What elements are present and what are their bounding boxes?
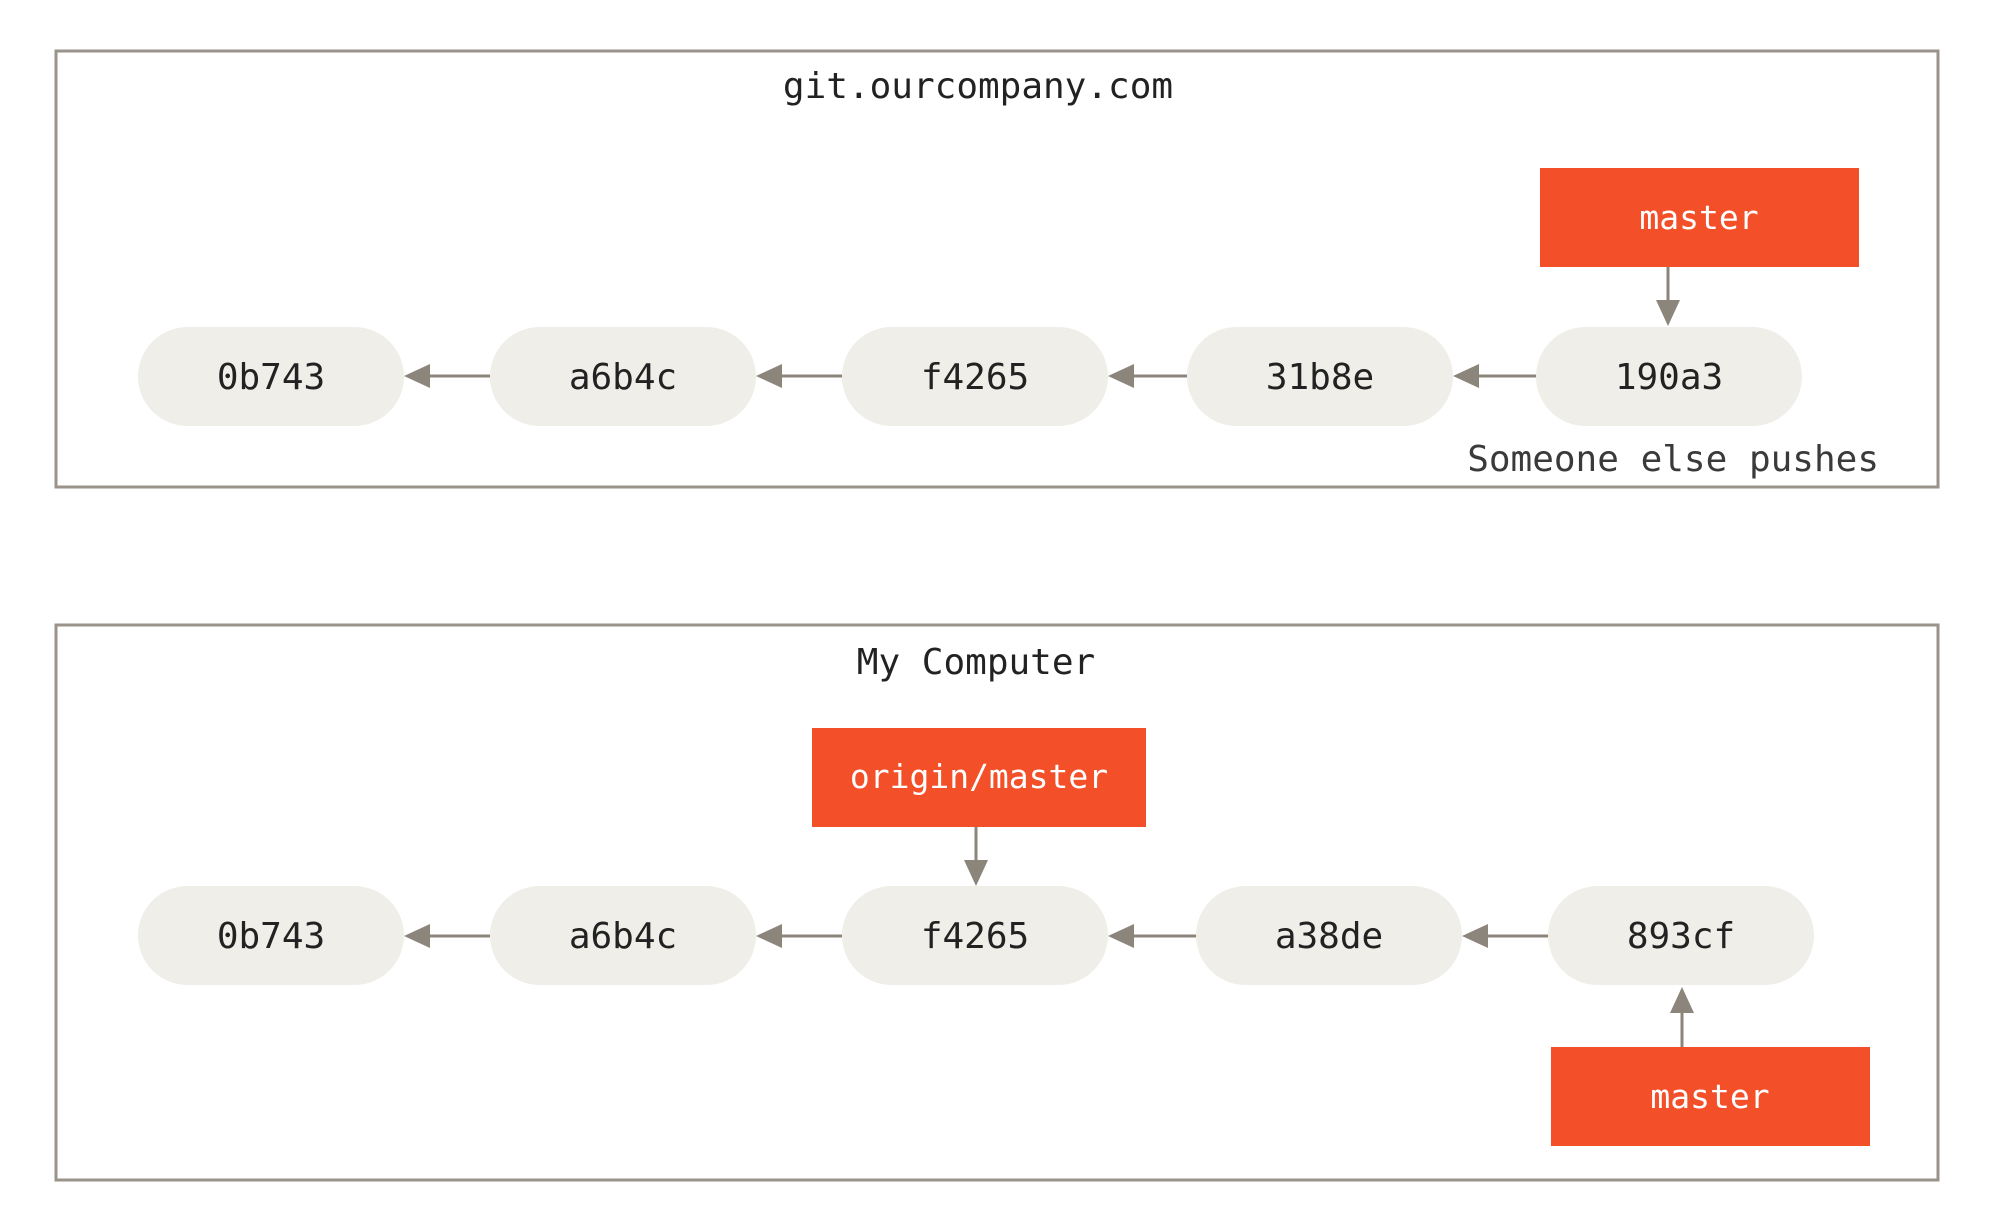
local-panel: My Computer 0b743 a6b4c f4265 a38de 893c…	[54, 623, 1940, 1182]
parent-arrow	[404, 364, 490, 388]
branch-pointer-arrow	[1656, 267, 1680, 326]
remote-master-branch: master	[1540, 168, 1859, 267]
local-commit: a6b4c	[490, 886, 756, 985]
push-note: Someone else pushes	[1467, 439, 1879, 480]
local-commit: a38de	[1196, 886, 1462, 985]
remote-commit-label: 31b8e	[1266, 357, 1374, 398]
local-commit: 0b743	[138, 886, 404, 985]
local-title: My Computer	[857, 642, 1095, 683]
parent-arrow	[1462, 924, 1548, 948]
remote-commit: 190a3	[1536, 327, 1802, 426]
parent-arrow	[756, 924, 842, 948]
parent-arrow	[1108, 924, 1196, 948]
branch-pointer-arrow	[1670, 987, 1694, 1047]
local-commit: 893cf	[1548, 886, 1814, 985]
local-commit-label: 893cf	[1627, 916, 1735, 957]
remote-title: git.ourcompany.com	[783, 66, 1173, 107]
local-commit-label: 0b743	[217, 916, 325, 957]
local-commit: f4265	[842, 886, 1108, 985]
local-master-label: master	[1650, 1077, 1769, 1116]
parent-arrow	[1108, 364, 1187, 388]
local-commit-label: a38de	[1275, 916, 1383, 957]
local-commit-label: a6b4c	[569, 916, 677, 957]
remote-commit-label: f4265	[921, 357, 1029, 398]
parent-arrow	[1453, 364, 1536, 388]
local-master-branch: master	[1551, 1047, 1870, 1146]
remote-panel: git.ourcompany.com 0b743 a6b4c f4265 31b…	[54, 49, 1940, 489]
remote-commit: a6b4c	[490, 327, 756, 426]
remote-master-label: master	[1639, 198, 1758, 237]
remote-commit: f4265	[842, 327, 1108, 426]
remote-commit-label: 190a3	[1615, 357, 1723, 398]
origin-master-label: origin/master	[850, 757, 1108, 796]
remote-commit: 0b743	[138, 327, 404, 426]
origin-master-branch: origin/master	[812, 728, 1146, 827]
parent-arrow	[756, 364, 842, 388]
remote-commit-label: a6b4c	[569, 357, 677, 398]
parent-arrow	[404, 924, 490, 948]
local-commit-label: f4265	[921, 916, 1029, 957]
remote-commit: 31b8e	[1187, 327, 1453, 426]
branch-pointer-arrow	[964, 827, 988, 886]
remote-commit-label: 0b743	[217, 357, 325, 398]
